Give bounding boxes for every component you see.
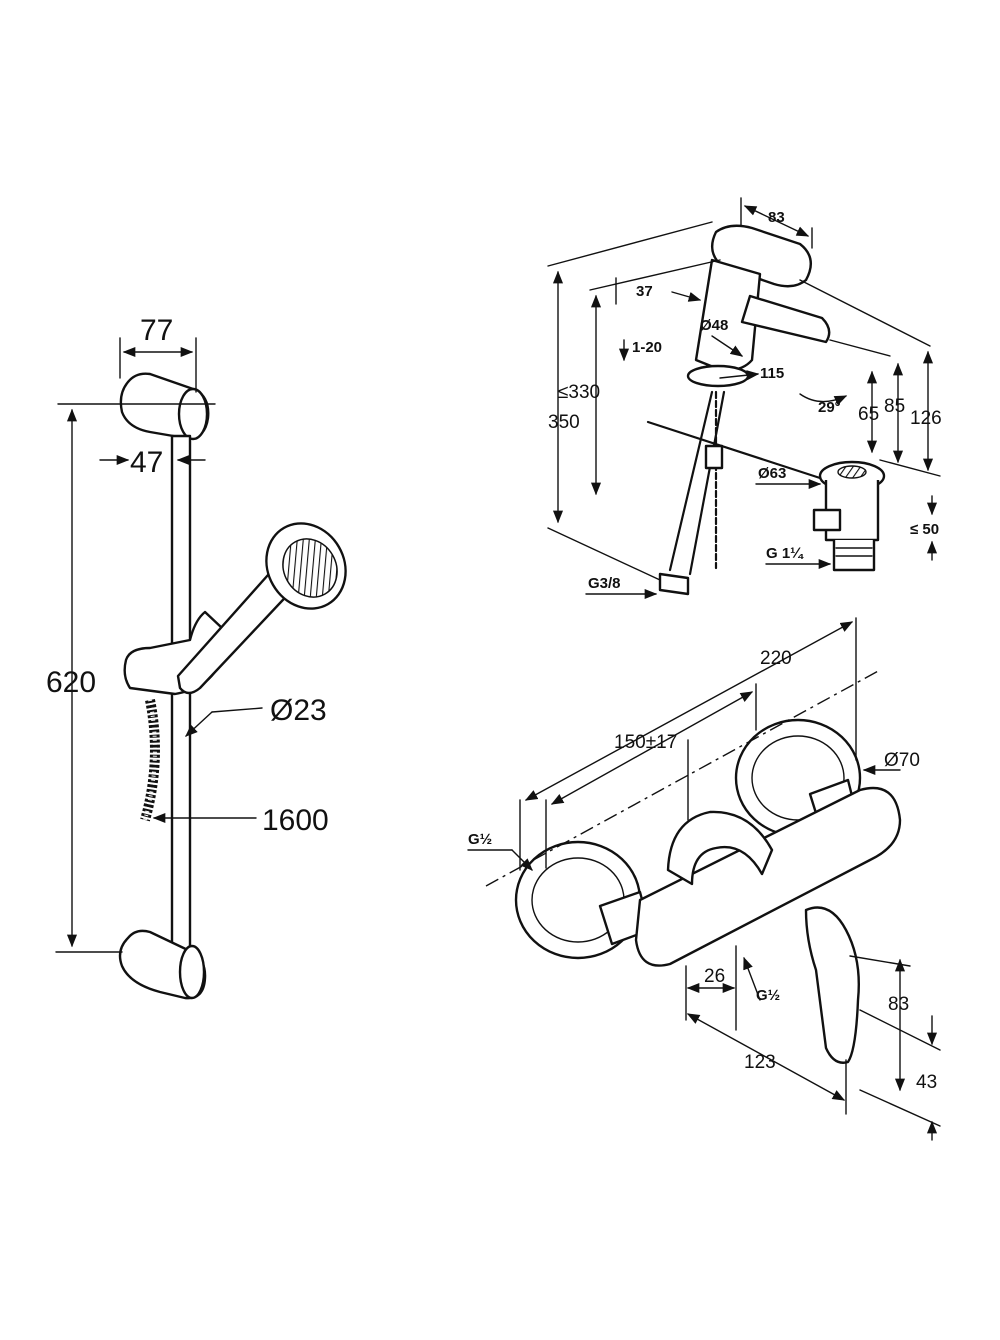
dim-26: 26 <box>704 966 725 987</box>
dim-diameter-23: Ø23 <box>270 694 327 727</box>
dim-220: 220 <box>760 648 792 669</box>
thread-g-1-1-4: G 1¼ <box>766 545 804 562</box>
dim-diameter-48: Ø48 <box>700 317 728 334</box>
dim-1-20: 1-20 <box>632 339 662 356</box>
rod-clamp <box>704 444 724 470</box>
dim-47: 47 <box>130 446 163 479</box>
dim-max-50: ≤ 50 <box>910 521 939 538</box>
dim-350: 350 <box>548 412 580 433</box>
showerhead-face <box>282 538 338 598</box>
wall-lever <box>804 906 860 1064</box>
dim-diameter-63: Ø63 <box>758 465 786 482</box>
dim-43: 43 <box>916 1072 937 1093</box>
bottom-bracket-end <box>178 944 206 1000</box>
dim-83: 83 <box>888 994 909 1015</box>
dim-diameter-70: Ø70 <box>884 750 920 771</box>
dim-37: 37 <box>636 283 653 300</box>
mixer-spout <box>740 294 831 344</box>
thread-outlet: G½ <box>756 987 780 1004</box>
dim-123: 123 <box>744 1052 776 1073</box>
dim-max-330: ≤330 <box>558 382 600 403</box>
dim-angle-29: 29° <box>818 399 841 416</box>
dim-85: 85 <box>884 396 905 417</box>
dim-150-17: 150±17 <box>614 732 677 753</box>
dim-65: 65 <box>858 404 879 425</box>
waste-thread <box>832 540 876 572</box>
thread-g-3-8: G3/8 <box>588 575 621 592</box>
dim-mixer-83: 83 <box>768 209 785 226</box>
wall-mixer-drawing: 220 150±17 Ø70 G½ 26 G½ 123 83 43 <box>467 617 941 1141</box>
hose-fitting <box>658 572 690 596</box>
dim-115: 115 <box>760 365 784 382</box>
dim-77: 77 <box>140 314 173 347</box>
dim-1600: 1600 <box>262 804 329 837</box>
mixer-body-main <box>634 786 902 967</box>
dim-620: 620 <box>46 666 96 699</box>
bracket-end <box>177 387 209 441</box>
dim-126: 126 <box>910 408 942 429</box>
basin-mixer-drawing: 83 37 Ø48 1-20 115 29° 350 ≤330 65 85 <box>547 197 942 600</box>
thread-inlet: G½ <box>468 831 492 848</box>
shower-rail-drawing: 77 47 620 Ø23 1600 <box>46 314 347 1000</box>
spout <box>666 810 774 886</box>
